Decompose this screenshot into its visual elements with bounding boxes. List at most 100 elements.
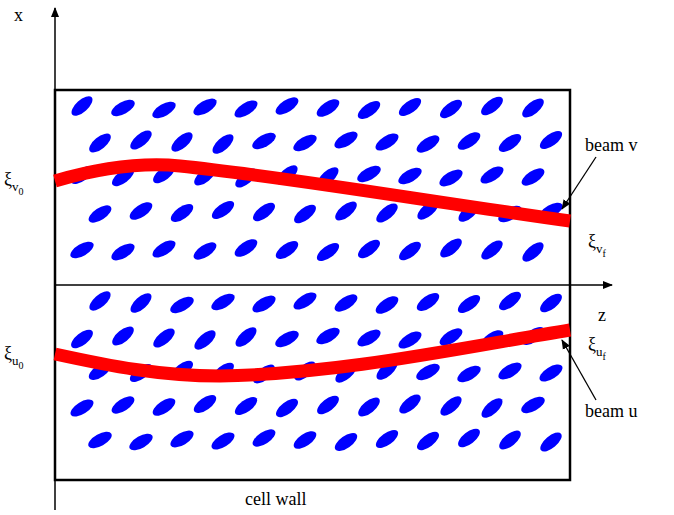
molecule — [355, 236, 383, 261]
molecule — [86, 130, 114, 156]
molecule — [519, 393, 548, 416]
molecule — [86, 428, 115, 451]
molecule — [537, 128, 565, 153]
molecule — [396, 95, 424, 120]
molecule — [250, 199, 278, 224]
molecule — [437, 235, 465, 261]
molecule — [273, 94, 301, 118]
molecule — [332, 291, 360, 315]
molecule — [355, 98, 383, 123]
molecule — [414, 428, 442, 453]
molecule — [232, 394, 260, 419]
molecule — [455, 129, 483, 153]
molecule — [168, 427, 196, 451]
molecule — [314, 324, 343, 347]
molecule — [127, 290, 154, 316]
beam-label: beam v — [585, 136, 637, 154]
molecule — [273, 327, 302, 350]
molecule — [478, 395, 505, 421]
liquid-crystal-molecules — [68, 93, 566, 455]
part-label: cell wall — [245, 490, 306, 508]
molecule — [396, 328, 424, 352]
beam-v — [55, 165, 570, 221]
molecule — [232, 324, 259, 350]
molecule — [455, 292, 483, 317]
molecule — [373, 293, 401, 317]
molecule — [437, 393, 464, 419]
molecule — [68, 326, 96, 351]
molecule — [437, 96, 465, 121]
molecule — [496, 131, 524, 156]
molecule — [291, 131, 320, 154]
beam-u — [55, 330, 570, 376]
molecule — [150, 395, 178, 419]
molecule — [209, 429, 237, 453]
molecule — [150, 98, 179, 121]
molecule — [519, 95, 547, 121]
molecule — [109, 96, 138, 119]
molecule — [127, 430, 156, 453]
molecule — [314, 392, 342, 417]
molecule — [191, 95, 219, 119]
molecule — [168, 293, 197, 316]
molecule — [496, 359, 524, 383]
molecule — [373, 130, 401, 154]
leader-line — [562, 157, 596, 209]
molecule — [150, 237, 178, 261]
molecule — [537, 429, 565, 455]
molecule — [273, 238, 301, 263]
molecule — [250, 129, 279, 152]
molecule — [314, 96, 342, 120]
molecule — [478, 163, 506, 187]
molecule — [537, 290, 565, 315]
molecule — [86, 202, 114, 226]
molecule — [168, 129, 195, 155]
molecule — [127, 199, 155, 223]
molecule — [455, 425, 483, 450]
axis-label: x — [14, 6, 23, 24]
molecule — [519, 165, 547, 189]
molecule — [478, 93, 506, 118]
molecule — [355, 162, 384, 185]
molecule — [168, 201, 196, 226]
molecule — [396, 164, 425, 187]
molecule — [68, 396, 96, 420]
position-label: ξvf — [588, 232, 606, 250]
position-label: ξuf — [588, 335, 606, 353]
molecule — [519, 239, 546, 265]
molecule — [191, 239, 219, 263]
x-axis — [54, 8, 56, 510]
molecule — [209, 131, 236, 157]
molecule — [355, 326, 383, 350]
molecule — [414, 360, 443, 383]
molecule — [127, 127, 155, 153]
molecule — [250, 426, 278, 450]
molecule — [232, 97, 260, 121]
molecule — [332, 198, 360, 224]
molecule — [496, 288, 524, 313]
molecule — [373, 427, 401, 452]
molecule — [109, 393, 137, 417]
molecule — [414, 290, 442, 315]
molecule — [478, 237, 506, 263]
molecule — [250, 292, 278, 316]
molecule — [291, 428, 319, 452]
axis-label: z — [598, 306, 606, 324]
molecule — [455, 362, 484, 385]
molecule — [209, 290, 238, 313]
molecule — [273, 395, 301, 420]
molecule — [496, 427, 524, 453]
molecule — [191, 327, 218, 353]
molecule — [414, 132, 442, 156]
molecule — [396, 238, 424, 263]
position-label: ξv0 — [4, 170, 24, 188]
molecule — [373, 200, 401, 226]
molecule — [86, 288, 113, 314]
molecule — [291, 201, 319, 226]
molecule — [396, 391, 424, 417]
molecule — [109, 240, 137, 264]
molecule — [291, 289, 319, 313]
molecule — [332, 128, 360, 152]
